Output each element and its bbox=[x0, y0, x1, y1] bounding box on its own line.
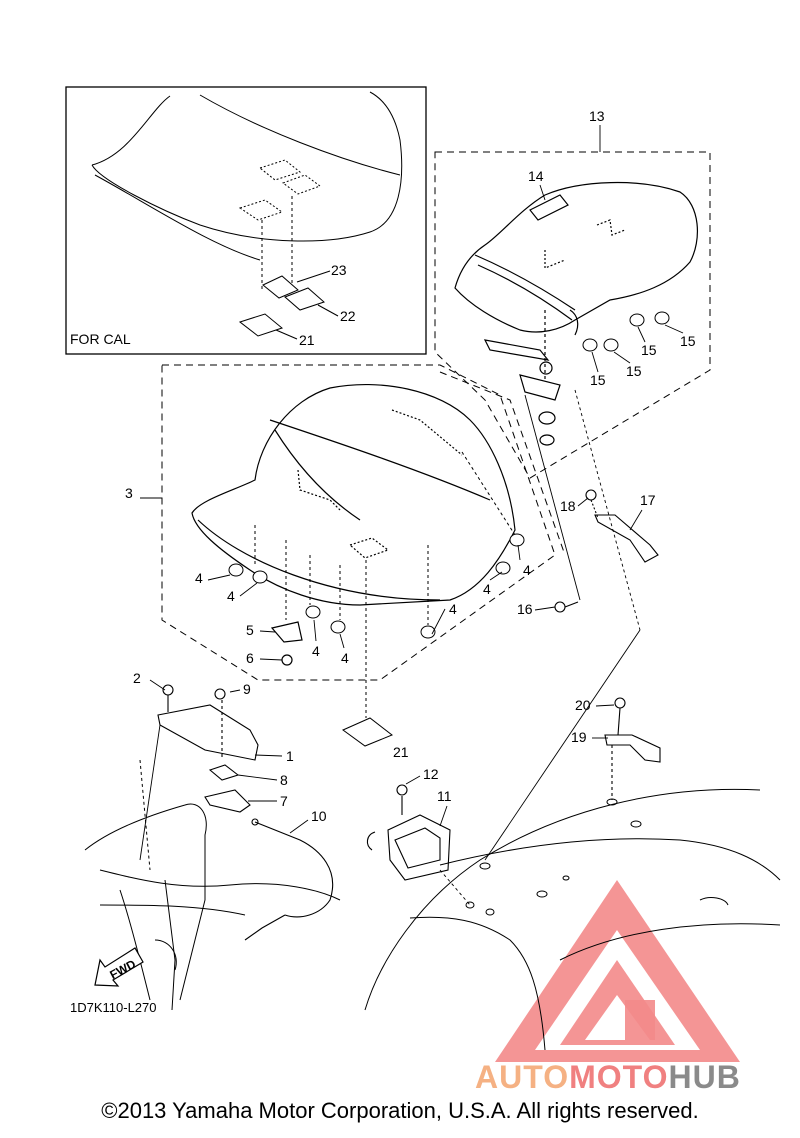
callout-14: 14 bbox=[528, 168, 544, 184]
watermark-logo bbox=[495, 880, 740, 1062]
callout-1: 1 bbox=[286, 748, 294, 764]
callout-4b: 4 bbox=[227, 588, 235, 604]
seat-lock-bracket bbox=[366, 784, 451, 881]
callout-15a: 15 bbox=[590, 372, 606, 388]
callout-9: 9 bbox=[243, 681, 251, 697]
callout-2: 2 bbox=[133, 670, 141, 686]
stay-bracket-17 bbox=[585, 489, 659, 563]
watermark-text: AUTOMOTOHUB bbox=[475, 1059, 741, 1095]
callout-4e: 4 bbox=[449, 601, 457, 617]
seat-lock-assembly bbox=[157, 684, 334, 941]
watermark-moto: MOTO bbox=[569, 1059, 668, 1095]
watermark-auto: AUTO bbox=[475, 1059, 569, 1095]
watermark-hub: HUB bbox=[668, 1059, 740, 1095]
stay-bracket-19 bbox=[604, 697, 661, 800]
copyright-notice: ©2013 Yamaha Motor Corporation, U.S.A. A… bbox=[101, 1098, 699, 1123]
callout-10: 10 bbox=[311, 808, 327, 824]
callout-4f: 4 bbox=[483, 581, 491, 597]
callout-6: 6 bbox=[246, 650, 254, 666]
callout-21: 21 bbox=[393, 744, 409, 760]
callout-15c: 15 bbox=[641, 342, 657, 358]
group-outline-rider-seat bbox=[161, 364, 566, 681]
callout-4d: 4 bbox=[341, 650, 349, 666]
callout-ticks bbox=[149, 125, 684, 834]
inset-title: FOR CAL bbox=[70, 331, 131, 347]
callout-12: 12 bbox=[423, 766, 439, 782]
callout-15b: 15 bbox=[626, 363, 642, 379]
callout-4g: 4 bbox=[523, 562, 531, 578]
callout-19: 19 bbox=[571, 729, 587, 745]
callout-17: 17 bbox=[640, 492, 656, 508]
rear-fender bbox=[364, 788, 781, 1051]
group-outline-passenger-seat bbox=[434, 151, 711, 479]
forward-arrow-icon bbox=[94, 947, 144, 987]
label-21-sticker bbox=[342, 717, 393, 747]
callout-20: 20 bbox=[575, 697, 591, 713]
passenger-seat-dampers bbox=[582, 311, 670, 352]
callout-23: 23 bbox=[331, 262, 347, 278]
callout-3: 3 bbox=[125, 485, 133, 501]
rider-seat bbox=[191, 383, 516, 718]
callout-22: 22 bbox=[340, 308, 356, 324]
inset-cal-box bbox=[65, 86, 427, 355]
callout-7: 7 bbox=[280, 793, 288, 809]
callout-21-inset: 21 bbox=[299, 332, 315, 348]
callout-18: 18 bbox=[560, 498, 576, 514]
callout-15d: 15 bbox=[680, 333, 696, 349]
callout-4c: 4 bbox=[312, 643, 320, 659]
bolt-16 bbox=[554, 601, 579, 613]
passenger-seat bbox=[454, 182, 699, 446]
callout-11: 11 bbox=[437, 788, 452, 804]
callout-13: 13 bbox=[589, 108, 605, 124]
callout-8: 8 bbox=[280, 772, 288, 788]
leader-lines bbox=[139, 389, 641, 906]
callout-4a: 4 bbox=[195, 570, 203, 586]
diagram-code: 1D7K110-L270 bbox=[70, 1000, 157, 1015]
rider-seat-dampers bbox=[228, 533, 525, 639]
callout-16: 16 bbox=[517, 601, 533, 617]
callout-5: 5 bbox=[246, 622, 254, 638]
frame-outline bbox=[84, 759, 341, 1011]
